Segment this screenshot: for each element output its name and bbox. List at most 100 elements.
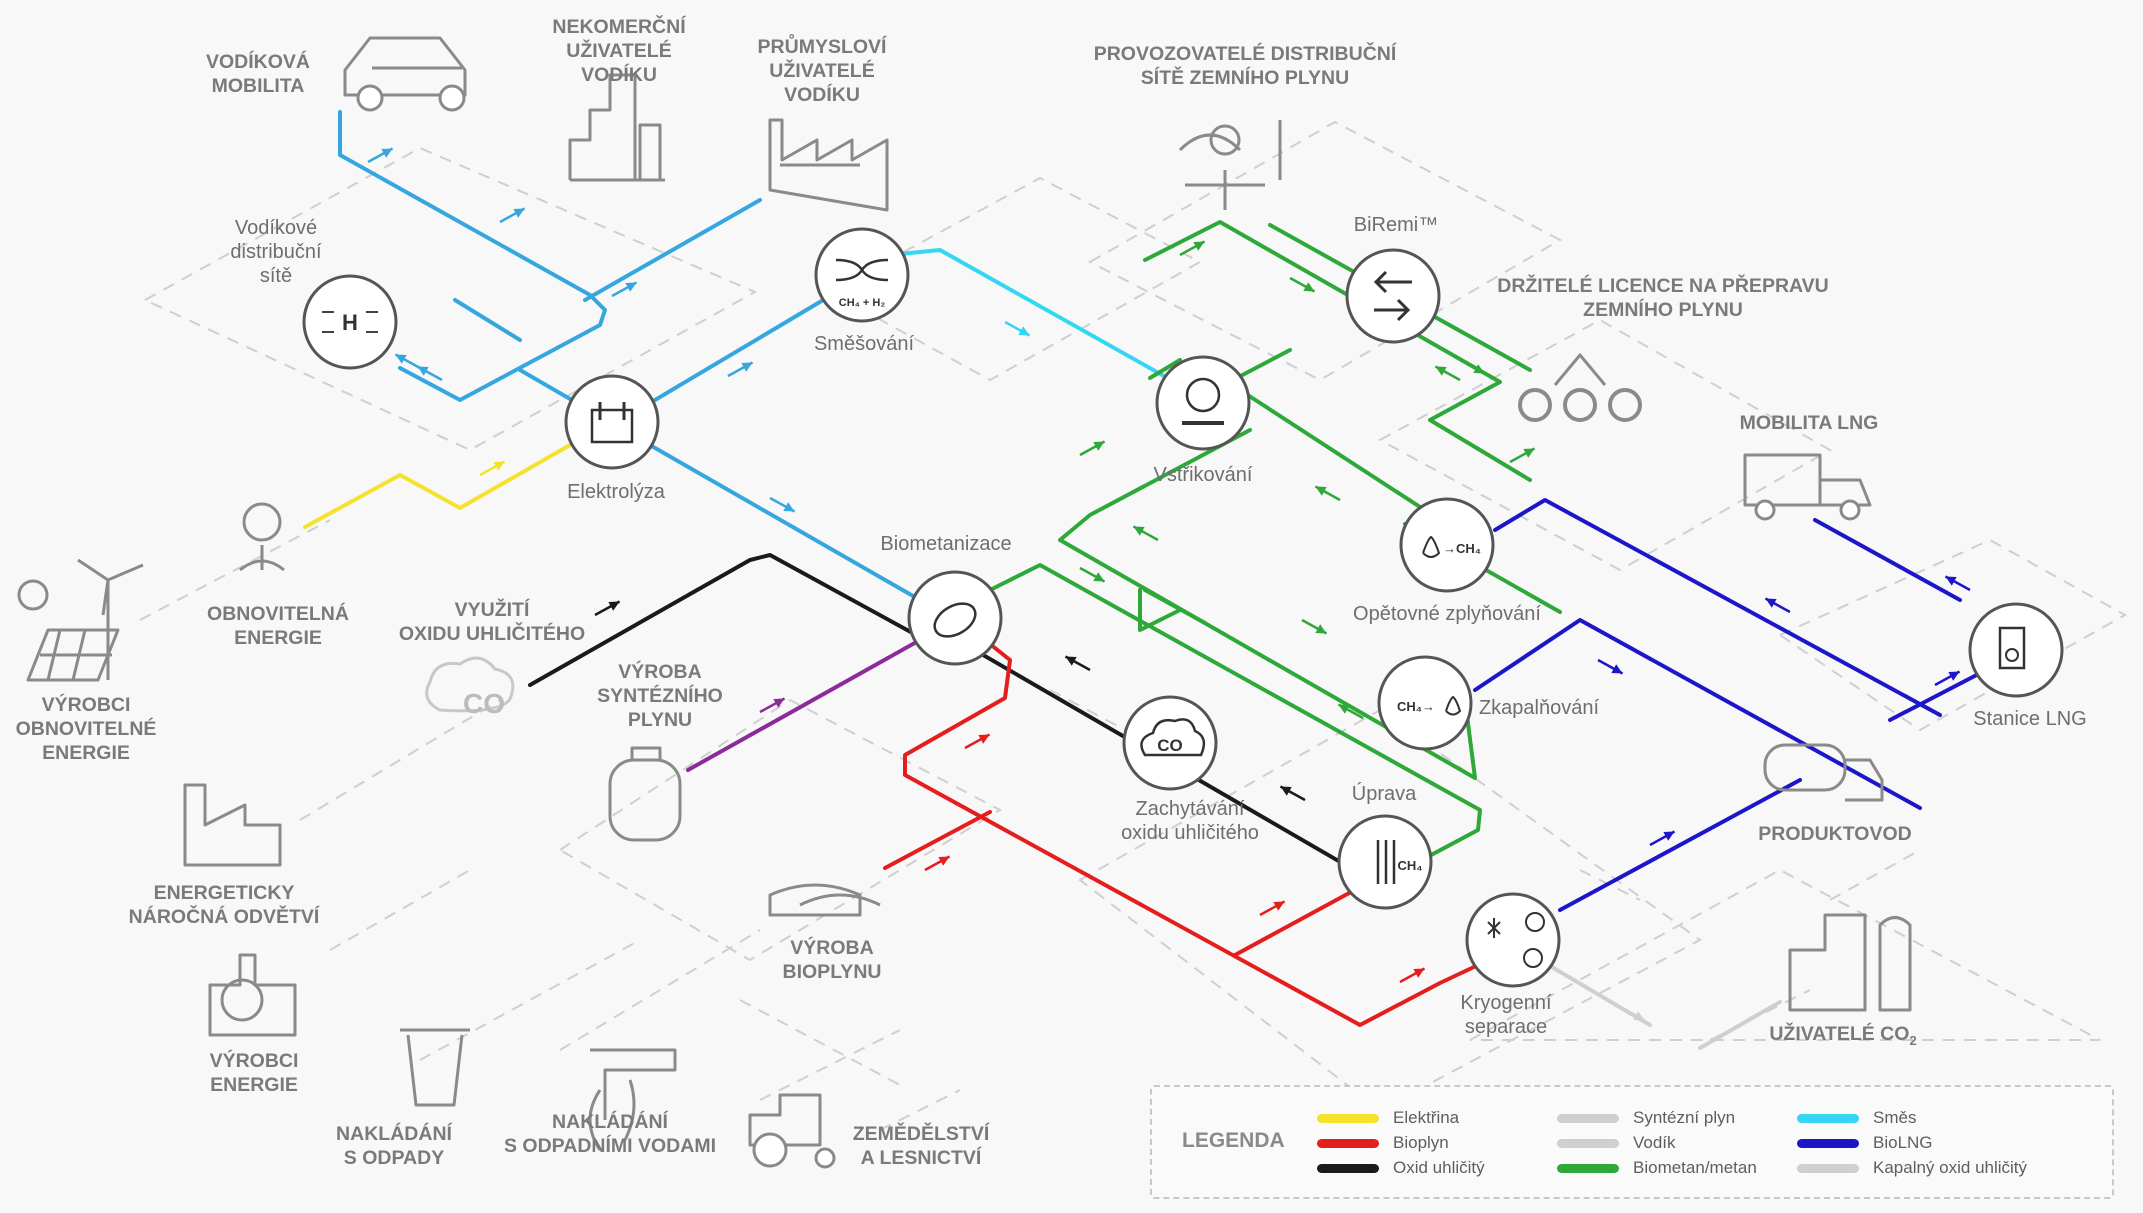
dashed-connector — [1829, 849, 1921, 901]
gauge-icon — [1209, 124, 1241, 156]
node-circle — [1345, 248, 1441, 344]
biogas-tanks-icon — [768, 883, 881, 917]
flow-arrow-head — [1018, 326, 1030, 336]
biomethane-flow-line — [1238, 388, 1442, 522]
node-circle — [1377, 655, 1473, 751]
buildings-icon — [568, 73, 665, 182]
pipeline-label: PRODUKTOVOD — [1758, 823, 1912, 845]
flow-arrow-head — [395, 354, 407, 364]
circuit-lines — [322, 311, 378, 333]
node-circle — [1155, 355, 1251, 451]
car-wheel-icon — [356, 84, 384, 112]
co2-cloud-text: CO — [463, 688, 505, 719]
injection-node — [1155, 355, 1251, 451]
electrolysis-node — [564, 374, 660, 470]
hydrogen-flow-line — [583, 198, 762, 302]
flow-arrow-head — [608, 601, 620, 611]
biremi-node — [1345, 248, 1441, 344]
truck-wheel-icon — [1839, 499, 1861, 521]
lng-mobility-label: MOBILITA LNG — [1739, 412, 1879, 434]
biolng-flow-line — [1493, 498, 1942, 717]
dashed-zone — [1777, 538, 2128, 732]
flow-arrow-head — [1093, 572, 1105, 582]
pipe-end-icon — [1518, 388, 1552, 422]
lightbulb-icon — [242, 502, 282, 542]
legend-label: Vodík — [1633, 1133, 1676, 1152]
flow-arrow-head — [1945, 576, 1957, 586]
stakeholder-icons: CO — [17, 36, 1912, 1169]
flow-arrow-head — [938, 856, 950, 866]
dashed-connector — [759, 1029, 901, 1101]
dashed-connector — [1579, 869, 1641, 901]
electricity-flow-line — [303, 443, 572, 529]
flow-arrow-head — [381, 148, 393, 158]
car-wheel-icon — [438, 84, 466, 112]
lng-station-node — [1968, 602, 2064, 698]
flow-arrow-head — [1273, 901, 1285, 911]
node-circle — [302, 274, 398, 370]
cryogenic-separation-node — [1465, 892, 1561, 988]
bacteria-icon — [933, 602, 977, 638]
exchange-arrows-icon — [1373, 270, 1412, 322]
dashed-zone — [827, 176, 1203, 382]
legend-swatch — [1797, 1163, 1859, 1173]
flow-arrow-head — [493, 461, 505, 471]
flow-arrow-head — [1765, 598, 1777, 608]
legend-item: Vodík — [1557, 1132, 1676, 1154]
syngas-purple-flow-line — [686, 638, 922, 772]
hydrogen-flow-line — [653, 288, 842, 402]
legend-label: Biometan/metan — [1633, 1158, 1757, 1177]
node-circle — [907, 570, 1003, 666]
flow-arrow-head — [1633, 1011, 1645, 1021]
mix-flow-line — [888, 248, 1182, 387]
liquefaction-label: Zkapalňování — [1478, 697, 1600, 719]
liquid-co2-flow-line — [1698, 1000, 1782, 1050]
drop-icon — [1445, 695, 1462, 716]
dashed-connector — [1709, 989, 1811, 1041]
biomethane-flow-line — [1143, 588, 1207, 625]
tanker-cab-icon — [1845, 758, 1884, 802]
flow-arrow-head — [1093, 441, 1105, 451]
mixing-label: Směšování — [813, 333, 915, 355]
flow-arrow-head — [1315, 486, 1327, 496]
regasification-label: Opětovné zplyňování — [1353, 603, 1541, 625]
flow-arrow-head — [1315, 624, 1327, 634]
flow-arrow-head — [773, 698, 785, 708]
legend-label: Syntézní plyn — [1633, 1108, 1736, 1127]
node-circle — [1399, 497, 1495, 593]
node-circle — [1465, 892, 1561, 988]
node-circle — [564, 374, 660, 470]
dashed-zones — [139, 120, 2128, 1131]
biolng-flow-line — [1558, 778, 1802, 912]
flow-arrow-head — [513, 208, 525, 218]
dashed-connector — [329, 869, 471, 951]
biremi-label: BiRemi™ — [1353, 214, 1439, 236]
lng-truck-icon — [1743, 453, 1872, 507]
biomethane-flow-line — [1058, 428, 1477, 780]
legend-label: Oxid uhličitý — [1393, 1158, 1485, 1177]
waste-bin-icon — [400, 1028, 470, 1107]
co2-users-text: UŽIVATELÉ CO — [1769, 1023, 1910, 1045]
shuffle-icon — [835, 258, 889, 282]
mixing-node: CH₄ + H₂ — [814, 227, 910, 323]
biolng-flow-line — [1813, 518, 1962, 602]
co2-symbol: CO — [1157, 736, 1183, 755]
biomethane-flow-line — [1138, 588, 1182, 632]
legend-swatch — [1557, 1138, 1619, 1148]
legend-item: Oxid uhličitý — [1317, 1157, 1485, 1179]
legend-label: Elektřina — [1393, 1108, 1460, 1127]
biogas-flow-line — [903, 638, 1512, 1027]
dashed-zone — [1078, 708, 1702, 1112]
legend-item: BioLNG — [1797, 1132, 1933, 1154]
injection-label: Vstřikování — [1153, 464, 1253, 486]
pipe-stack-icon — [1553, 353, 1607, 386]
